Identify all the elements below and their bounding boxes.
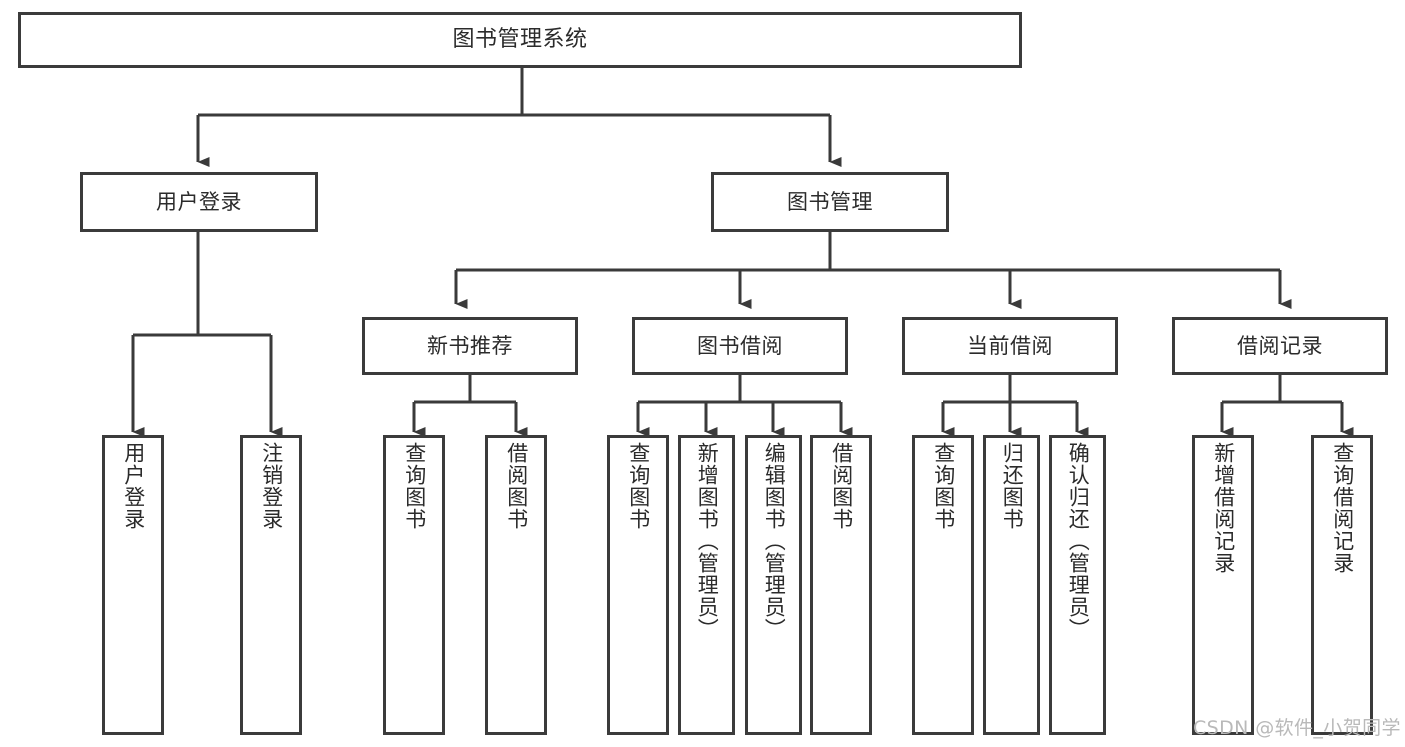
- node-label: 图书管理: [787, 189, 873, 214]
- node-label: 借阅图书: [504, 442, 529, 530]
- csdn-watermark: CSDN @软件_小贺同学: [1193, 717, 1401, 739]
- node-leaf-confirm-return-admin[interactable]: 确认归还（管理员）: [1049, 435, 1106, 735]
- node-label: 当前借阅: [967, 333, 1053, 358]
- node-label: 新增图书（管理员）: [695, 442, 720, 640]
- node-new-book-recommend[interactable]: 新书推荐: [362, 317, 578, 375]
- node-leaf-query-book-borrow[interactable]: 查询图书: [607, 435, 669, 735]
- node-user-login[interactable]: 用户登录: [80, 172, 318, 232]
- node-leaf-query-borrow-record[interactable]: 查询借阅记录: [1311, 435, 1373, 735]
- node-label: 确认归还（管理员）: [1066, 442, 1091, 640]
- node-leaf-query-book-current[interactable]: 查询图书: [912, 435, 974, 735]
- node-leaf-edit-book-admin[interactable]: 编辑图书（管理员）: [745, 435, 802, 735]
- node-label: 查询图书: [402, 442, 427, 530]
- node-label: 编辑图书（管理员）: [762, 442, 787, 640]
- node-book-management-system[interactable]: 图书管理系统: [18, 12, 1022, 68]
- node-leaf-add-borrow-record[interactable]: 新增借阅记录: [1192, 435, 1254, 735]
- node-book-borrow[interactable]: 图书借阅: [632, 317, 848, 375]
- node-label: 用户登录: [156, 189, 242, 214]
- node-leaf-add-book-admin[interactable]: 新增图书（管理员）: [678, 435, 735, 735]
- node-leaf-return-book[interactable]: 归还图书: [983, 435, 1040, 735]
- node-leaf-query-book-recommend[interactable]: 查询图书: [383, 435, 445, 735]
- node-leaf-logout[interactable]: 注销登录: [240, 435, 302, 735]
- node-leaf-user-login[interactable]: 用户登录: [102, 435, 164, 735]
- node-borrow-record[interactable]: 借阅记录: [1172, 317, 1388, 375]
- node-label: 借阅记录: [1237, 333, 1323, 358]
- node-current-borrow[interactable]: 当前借阅: [902, 317, 1118, 375]
- node-leaf-borrow-book[interactable]: 借阅图书: [810, 435, 872, 735]
- node-label: 注销登录: [259, 442, 284, 530]
- node-label: 查询借阅记录: [1330, 442, 1355, 574]
- node-label: 新书推荐: [427, 333, 513, 358]
- node-leaf-borrow-book-recommend[interactable]: 借阅图书: [485, 435, 547, 735]
- node-label: 图书借阅: [697, 333, 783, 358]
- node-label: 查询图书: [931, 442, 956, 530]
- node-label: 新增借阅记录: [1211, 442, 1236, 574]
- node-label: 用户登录: [121, 442, 146, 530]
- node-label: 归还图书: [1000, 442, 1025, 530]
- node-book-management[interactable]: 图书管理: [711, 172, 949, 232]
- node-label: 查询图书: [626, 442, 651, 530]
- node-label: 借阅图书: [829, 442, 854, 530]
- node-label: 图书管理系统: [452, 27, 588, 53]
